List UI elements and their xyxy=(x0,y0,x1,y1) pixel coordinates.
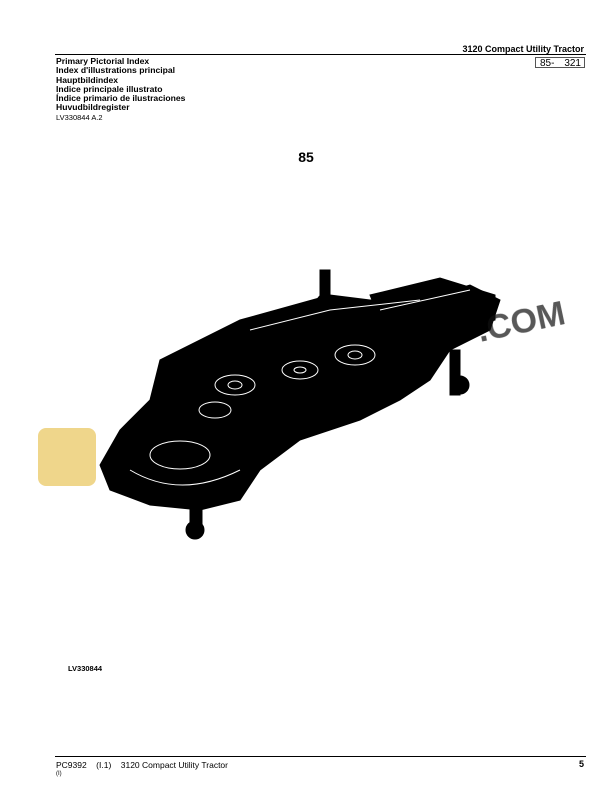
pulleys xyxy=(129,289,471,486)
header-title: 3120 Compact Utility Tractor xyxy=(462,44,584,54)
reference-code: LV330844 A.2 xyxy=(56,113,103,122)
figure-id: LV330844 xyxy=(68,664,103,673)
deck-body xyxy=(99,269,501,540)
footer-title: 3120 Compact Utility Tractor xyxy=(120,760,228,770)
footer-info: PC9392 (I.1) 3120 Compact Utility Tracto… xyxy=(56,760,228,770)
index-title: Primary Pictorial Index xyxy=(56,56,150,66)
page-ref-number: 321 xyxy=(564,58,581,69)
index-title: Huvudbildregister xyxy=(56,102,130,113)
header-divider xyxy=(55,54,586,55)
page-reference-box: 85- 321 xyxy=(535,57,585,69)
index-title: Hauptbildindex xyxy=(56,74,119,85)
page-ref-section: 85- xyxy=(540,58,555,69)
footer-divider xyxy=(55,756,586,757)
page-number: 5 xyxy=(578,759,584,769)
index-title: Index d'illustrations principal xyxy=(56,65,176,76)
index-title: Indice principale illustrato xyxy=(56,83,163,94)
index-titles: Primary Pictorial Index Index d'illustra… xyxy=(56,56,186,113)
index-title: Índice primario de ilustraciones xyxy=(56,93,186,104)
footer-sub: (I) xyxy=(56,771,62,777)
figure-number: 85 xyxy=(298,149,314,165)
watermark-logo xyxy=(38,428,96,486)
footer-doc: PC9392 xyxy=(56,760,87,770)
footer-rev: (I.1) xyxy=(96,760,112,770)
